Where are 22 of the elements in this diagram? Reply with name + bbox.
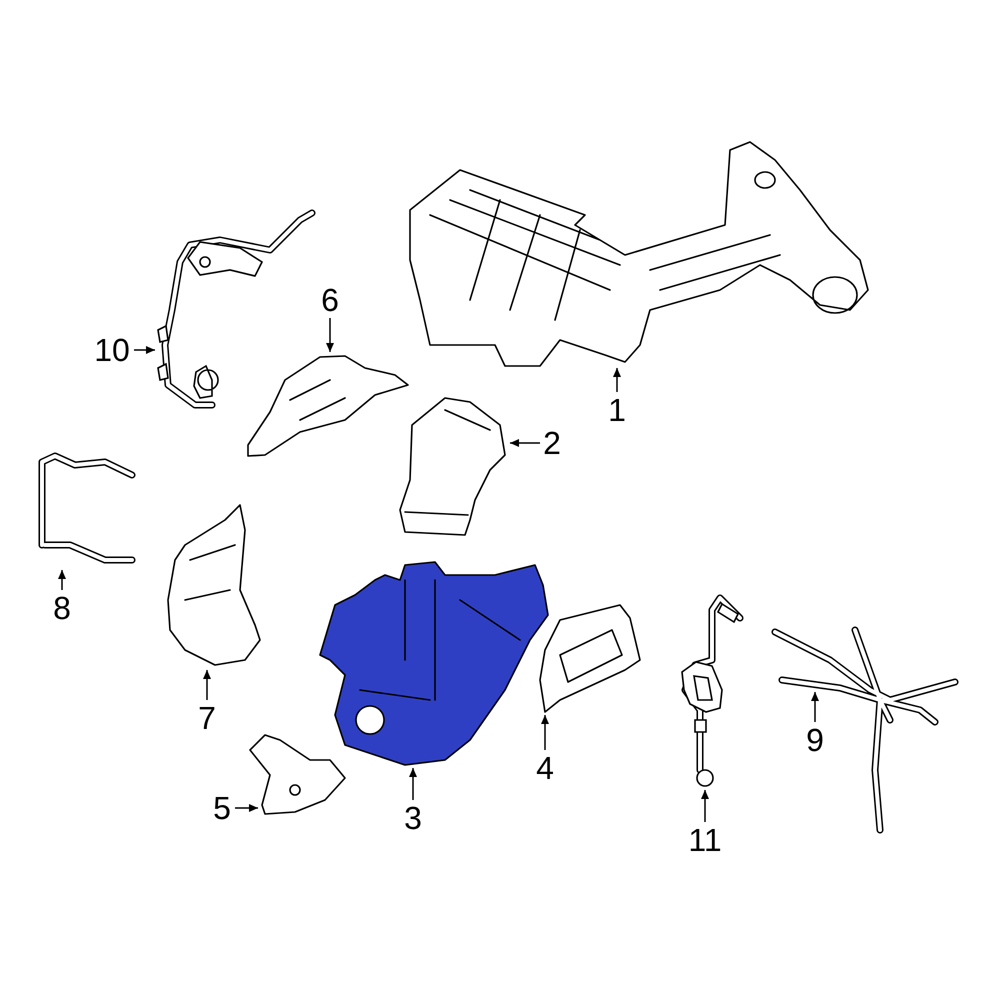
leader-line — [541, 715, 549, 750]
leader-line — [58, 570, 66, 590]
callout-number: 9 — [806, 724, 824, 756]
leader-line — [134, 346, 155, 354]
callout-number: 5 — [213, 792, 231, 824]
callout-number: 10 — [94, 334, 130, 366]
leader-line — [510, 439, 540, 447]
callout-number: 6 — [321, 284, 339, 316]
leader-line — [203, 670, 211, 700]
leader-line — [235, 804, 258, 812]
callout-number: 4 — [536, 752, 554, 784]
callout-number: 7 — [198, 702, 216, 734]
callout-number: 2 — [543, 427, 561, 459]
leader-line — [701, 790, 709, 822]
callout-number: 1 — [608, 394, 626, 426]
callout-number: 11 — [688, 824, 722, 856]
leader-line — [811, 692, 819, 722]
leader-line — [326, 318, 334, 352]
callout-number: 3 — [404, 802, 422, 834]
leader-line — [409, 768, 417, 800]
callout-number: 8 — [53, 592, 71, 624]
leader-line — [613, 368, 621, 392]
